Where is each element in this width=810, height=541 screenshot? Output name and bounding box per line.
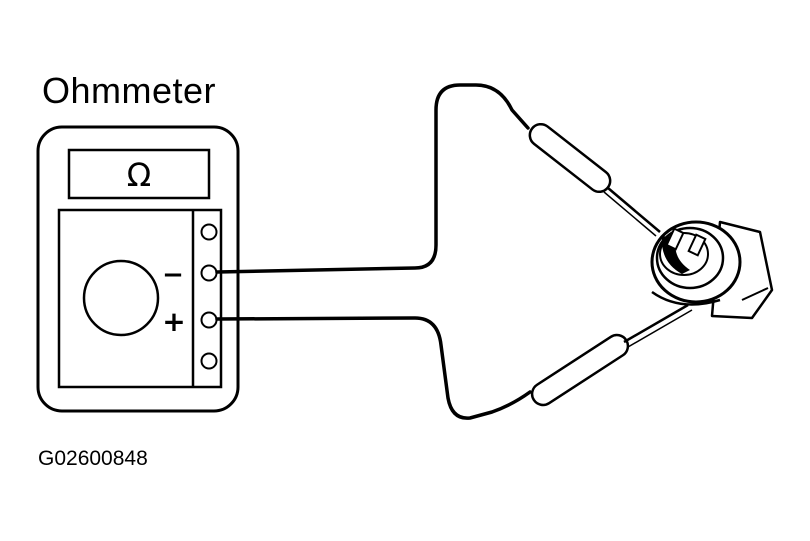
- range-dial[interactable]: [82, 259, 160, 337]
- sensor-connector-icon: [650, 220, 774, 320]
- ohmmeter-display: [67, 148, 211, 200]
- lower-test-probe-icon: [530, 303, 693, 407]
- positive-lead-wire: [215, 316, 532, 420]
- figure-id: G02600848: [38, 447, 148, 470]
- negative-lead-wire: [215, 83, 530, 274]
- plus-symbol: +: [162, 305, 185, 338]
- terminal-jack-positive[interactable]: [200, 311, 218, 329]
- terminal-jack-1: [200, 223, 218, 241]
- ohm-symbol-icon: Ω: [127, 156, 151, 194]
- minus-symbol: −: [162, 260, 184, 290]
- terminal-jack-negative[interactable]: [200, 264, 218, 282]
- terminal-jack-4: [200, 352, 218, 370]
- meter-title: Ohmmeter: [42, 70, 217, 111]
- upper-test-probe-icon: [528, 122, 661, 237]
- ohmmeter: Ω − +: [36, 125, 240, 413]
